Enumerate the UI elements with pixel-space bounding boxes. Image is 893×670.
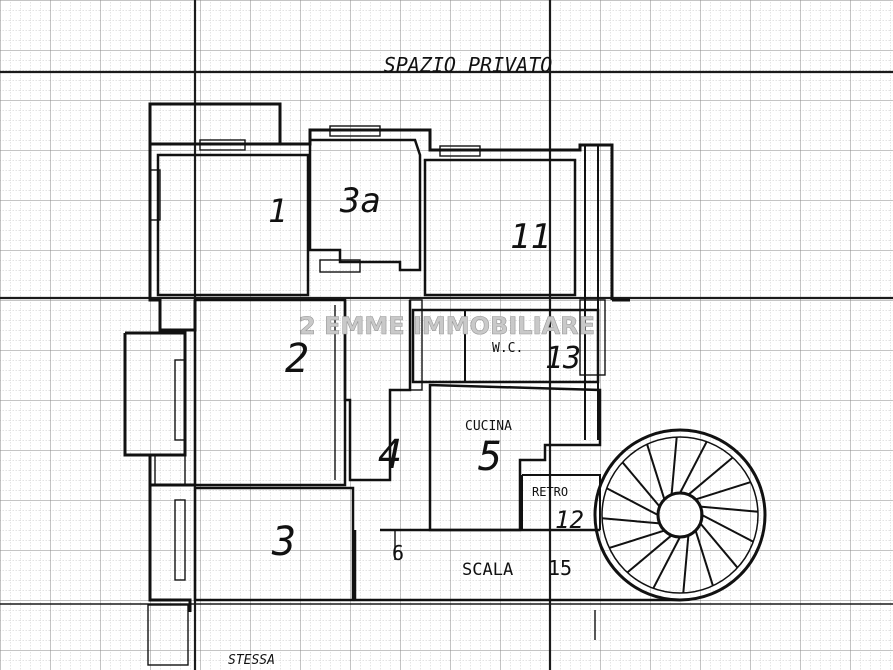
page-title: SPAZIO PRIVATO [384,53,553,77]
stair-tread [699,522,739,569]
stair-tread [687,456,734,496]
room-label-15: 15 [548,556,572,580]
spiral-staircase [593,428,767,602]
stair-tread [679,441,708,494]
wall-details [147,125,606,666]
stair-tread [695,481,751,501]
room-labels: 1 2 3 4 5 6 11 12 13 15 [268,192,584,580]
stair-tread [701,514,754,543]
room-label-11: 11 [510,217,551,257]
stair-tread [694,530,714,586]
room-label-6: 6 [392,541,404,565]
bath-top-label: 3a [339,181,381,221]
watermark-text: 2 EMME IMMOBILIARE [299,312,595,340]
walls [123,102,680,612]
stair-tread [700,505,758,513]
room-names: 3a W.C. CUCINA RETRO SCALA STESSA [228,181,568,668]
room-label-5: 5 [478,434,502,480]
room-label-3: 3 [271,519,296,565]
kitchen-label: CUCINA [465,419,512,434]
stair-tread [609,529,665,549]
wc-label: W.C. [492,341,523,356]
stair-tread [646,444,666,500]
room-label-2: 2 [285,336,309,382]
stair-tread [606,487,659,516]
stair-tread [682,535,690,593]
room-label-12: 12 [555,506,584,534]
stair-tread [621,461,661,508]
stair-tread [670,437,678,495]
room-label-13: 13 [545,341,581,376]
room-label-4: 4 [378,432,402,478]
stair-tread [652,536,681,589]
stair-label: SCALA [462,560,513,580]
room-label-1: 1 [268,192,287,230]
retro-label: RETRO [532,485,568,499]
stair-tread [626,534,673,574]
bottom-label: STESSA [228,653,275,668]
stair-tread [602,517,660,525]
